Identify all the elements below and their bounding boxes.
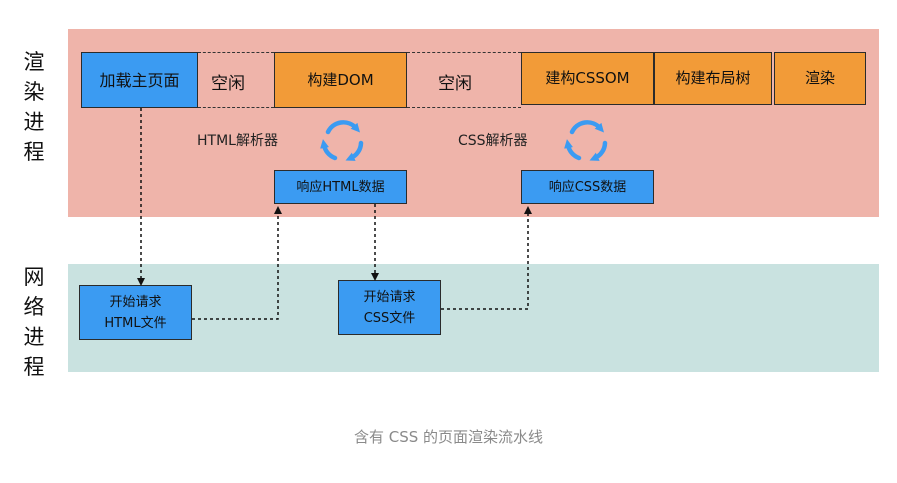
idle-1-top-line [198,52,274,53]
request-css-line1: 开始请求 [363,289,416,305]
response-html-box: 响应HTML数据 [274,170,407,204]
idle-2-top-line [407,52,521,53]
arrow-request-css-to-response-css [441,206,532,310]
build-cssom-box: 建构CSSOM [521,52,654,105]
idle-2-bottom-line [407,107,521,108]
network-process-label: 网络进程 [23,265,45,379]
build-layout-tree-box: 构建布局树 [654,52,772,105]
request-html-line2: HTML文件 [104,315,167,331]
css-parser-cycle-icon [564,120,608,161]
render-box: 渲染 [774,52,866,105]
figure-caption: 含有 CSS 的页面渲染流水线 [353,428,544,446]
request-html-line1: 开始请求 [109,294,162,310]
build-dom-box: 构建DOM [274,52,407,108]
request-css-line2: CSS文件 [363,310,416,326]
render-process-label: 渲染进程 [23,50,45,164]
response-css-box: 响应CSS数据 [521,170,654,204]
html-parser-cycle-icon [320,120,364,161]
idle-1-bottom-line [198,107,274,108]
css-parser-label: CSS解析器 [458,133,528,149]
network-process-band [68,264,879,372]
idle-1-label: 空闲 [211,74,245,94]
request-css-box: 开始请求 CSS文件 [338,280,441,335]
arrow-request-html-to-response-html [192,206,282,320]
html-parser-label: HTML解析器 [197,133,278,149]
request-html-box: 开始请求 HTML文件 [79,285,192,340]
idle-2-label: 空闲 [438,74,472,94]
load-page-box: 加载主页面 [81,52,198,108]
